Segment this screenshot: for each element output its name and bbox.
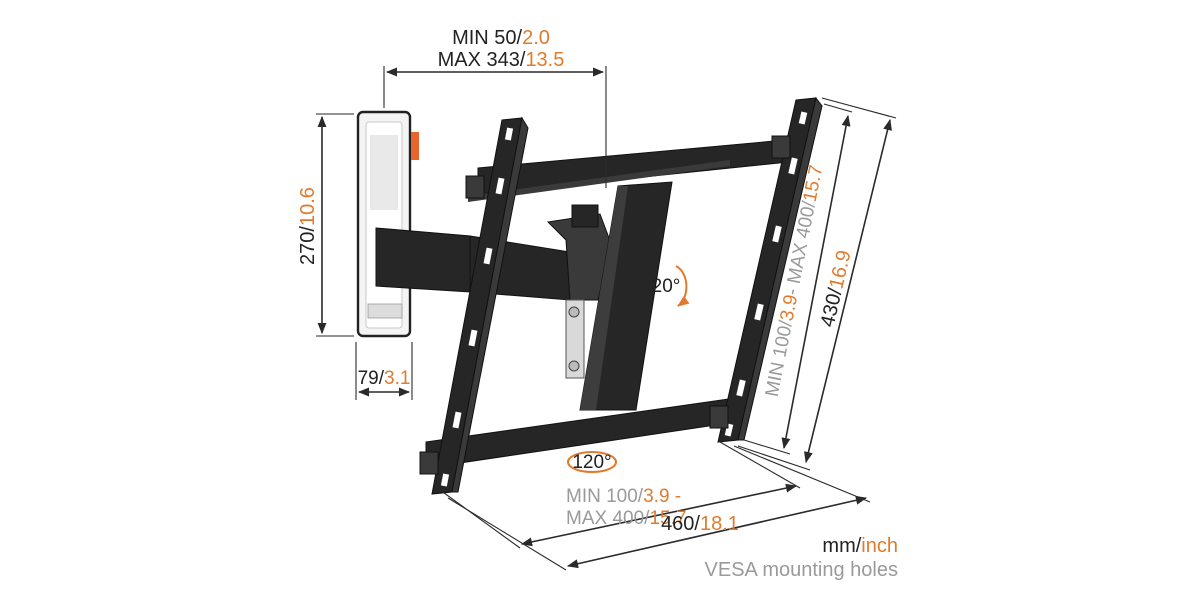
plate-height-label: 270/10.6 (297, 187, 319, 265)
wall-plate (356, 110, 419, 338)
legend: mm/inch VESA mounting holes (705, 535, 898, 581)
swivel-label: 120° (572, 452, 611, 473)
swivel-indicator: 120° (567, 451, 617, 473)
tilt-indicator: 20° (652, 265, 690, 307)
dim-plate-depth: 79/3.1 (355, 342, 413, 400)
plate-depth-label: 79/3.1 (358, 368, 411, 389)
center-bracket (579, 181, 673, 411)
total-height-label: 430/16.9 (817, 248, 856, 329)
arm-distance-max-label: MAX 343/13.5 (438, 49, 565, 71)
tilt-knob-icon (571, 204, 599, 228)
orange-tab-icon (411, 132, 419, 160)
swivel-arrow-icon (567, 451, 617, 473)
tilt-label: 20° (652, 276, 681, 297)
dim-arm-distance: MIN 50/2.0 MAX 343/13.5 (383, 27, 607, 188)
tilt-arrow-icon (675, 265, 690, 307)
dim-plate-height: 270/10.6 (297, 113, 354, 337)
vesa-horizontal-min-label: MIN 100/3.9 - (566, 486, 681, 507)
legend-caption: VESA mounting holes (705, 559, 898, 581)
total-width-label: 460/18.1 (661, 513, 739, 535)
dim-total-width: 460/18.1 (447, 445, 871, 571)
arm-distance-min-label: MIN 50/2.0 (452, 27, 550, 49)
legend-units: mm/inch (822, 535, 898, 557)
